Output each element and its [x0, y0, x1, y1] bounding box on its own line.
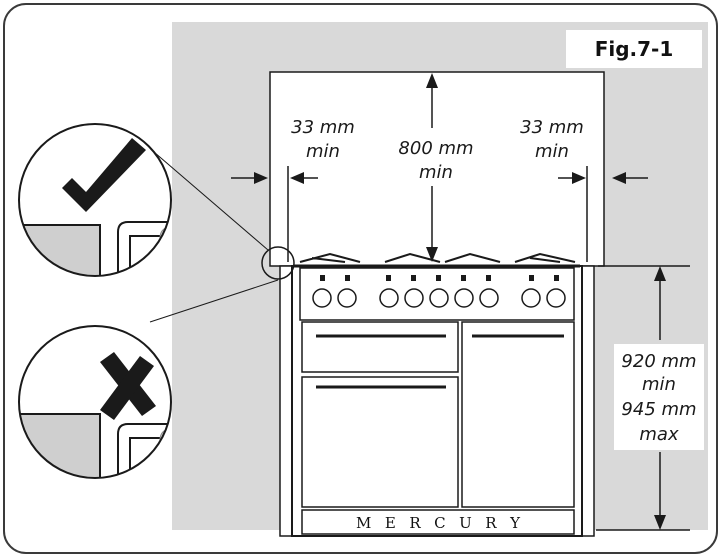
clearance-zone [269, 71, 605, 267]
right-gap-qualifier: min [535, 141, 569, 162]
left-gap-arrows [231, 166, 318, 262]
right-gap-value: 33 mm [520, 117, 584, 138]
top-clearance-value: 800 mm [398, 138, 473, 159]
control-knobs [312, 288, 566, 308]
figure-label-box [566, 30, 702, 68]
top-clearance-qualifier: min [419, 162, 453, 183]
height-max-value: 945 mm [621, 399, 696, 420]
left-gap-value: 33 mm [291, 117, 355, 138]
height-min-qualifier: min [642, 374, 676, 395]
height-label-box [614, 344, 704, 450]
figure-label: Fig.7-1 [595, 37, 674, 61]
height-arrow [596, 265, 690, 531]
cross-icon [100, 352, 156, 420]
incorrect-fit-detail [18, 325, 172, 479]
right-gap-arrows [558, 166, 648, 262]
height-min-value: 920 mm [621, 351, 696, 372]
checkmark-icon [62, 138, 146, 212]
height-max-qualifier: max [639, 424, 679, 445]
range-cooker [279, 252, 595, 537]
left-gap-qualifier: min [306, 141, 340, 162]
indicator-lights [320, 275, 559, 281]
detail-callout [261, 246, 295, 280]
top-clearance-arrow [426, 73, 438, 262]
